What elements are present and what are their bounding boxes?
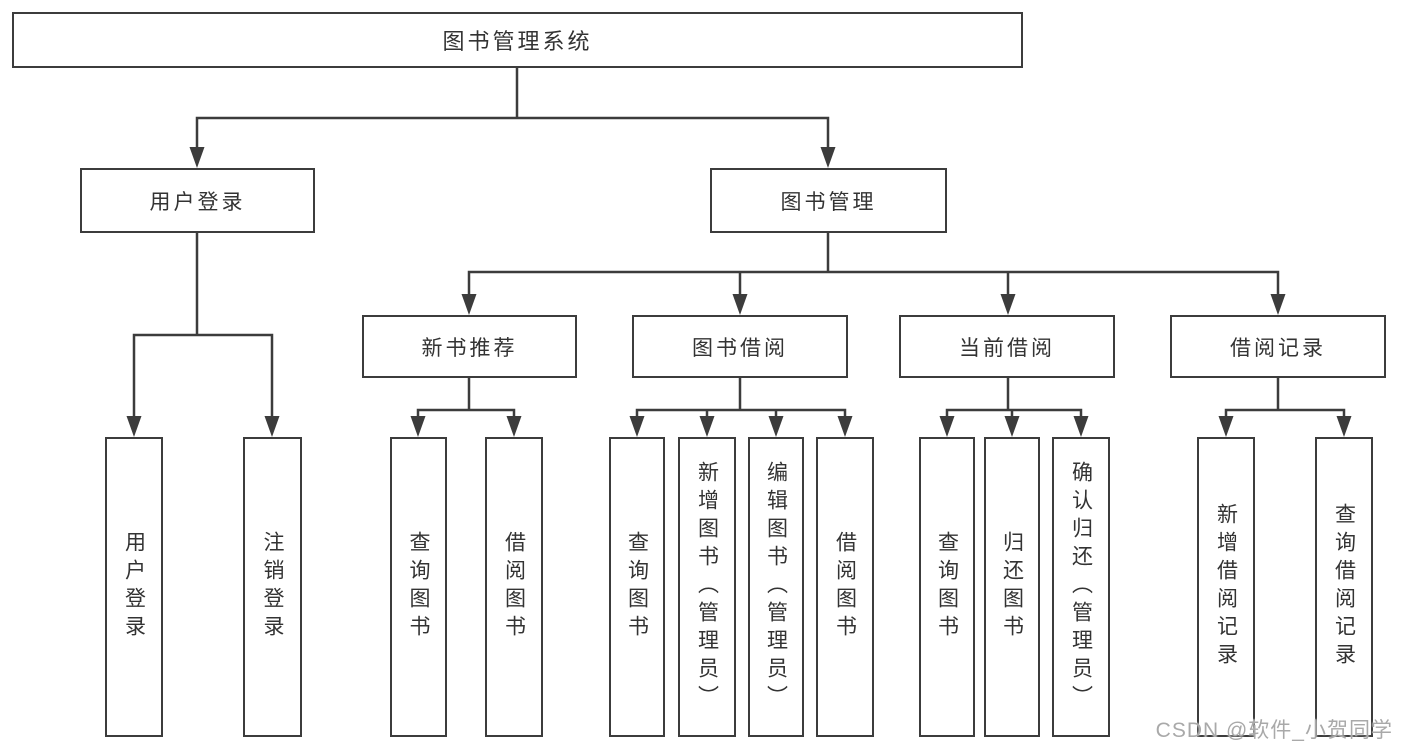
node-label: 查询图书 bbox=[625, 531, 649, 643]
leaf-borrowing-query-books: 查询图书 bbox=[609, 437, 665, 737]
node-label: 用户登录 bbox=[122, 531, 146, 643]
node-label: 借阅图书 bbox=[502, 531, 526, 643]
node-label: 查询图书 bbox=[935, 531, 959, 643]
leaf-records-query-borrow-record: 查询借阅记录 bbox=[1315, 437, 1373, 737]
node-new-book-recommendation: 新书推荐 bbox=[362, 315, 577, 378]
node-label: 用户登录 bbox=[149, 190, 246, 214]
node-label: 注销登录 bbox=[261, 531, 284, 643]
leaf-current-confirm-return-admin: 确认归还（管理员） bbox=[1052, 437, 1110, 737]
node-label: 确认归还（管理员） bbox=[1069, 461, 1093, 713]
node-label: 新增图书（管理员） bbox=[695, 461, 719, 713]
leaf-borrowing-edit-books-admin: 编辑图书（管理员） bbox=[748, 437, 804, 737]
leaf-user-login: 用户登录 bbox=[105, 437, 163, 737]
node-label: 查询图书 bbox=[407, 531, 430, 643]
node-label: 借阅图书 bbox=[833, 531, 857, 643]
node-label: 查询借阅记录 bbox=[1332, 503, 1356, 671]
node-label: 当前借阅 bbox=[959, 336, 1055, 360]
node-label: 图书管理 bbox=[780, 190, 877, 214]
node-label: 图书借阅 bbox=[692, 336, 788, 360]
node-label: 借阅记录 bbox=[1230, 336, 1326, 360]
leaf-borrowing-add-books-admin: 新增图书（管理员） bbox=[678, 437, 736, 737]
node-label: 编辑图书（管理员） bbox=[764, 461, 788, 713]
leaf-current-query-books: 查询图书 bbox=[919, 437, 975, 737]
node-current-borrowing: 当前借阅 bbox=[899, 315, 1115, 378]
node-borrowing-records: 借阅记录 bbox=[1170, 315, 1386, 378]
node-library-management-system: 图书管理系统 bbox=[12, 12, 1023, 68]
node-label: 图书管理系统 bbox=[442, 29, 593, 54]
watermark: CSDN @软件_小贺同学 bbox=[1155, 719, 1393, 742]
node-label: 新书推荐 bbox=[421, 336, 518, 360]
leaf-current-return-books: 归还图书 bbox=[984, 437, 1040, 737]
leaf-logout-login: 注销登录 bbox=[243, 437, 302, 737]
node-label: 新增借阅记录 bbox=[1214, 503, 1238, 671]
node-user-login: 用户登录 bbox=[80, 168, 315, 233]
node-label: 归还图书 bbox=[1000, 531, 1024, 643]
node-book-borrowing: 图书借阅 bbox=[632, 315, 848, 378]
leaf-borrowing-borrow-books: 借阅图书 bbox=[816, 437, 874, 737]
leaf-recommend-query-books: 查询图书 bbox=[390, 437, 447, 737]
leaf-recommend-borrow-books: 借阅图书 bbox=[485, 437, 543, 737]
leaf-records-add-borrow-record: 新增借阅记录 bbox=[1197, 437, 1255, 737]
node-book-management: 图书管理 bbox=[710, 168, 947, 233]
